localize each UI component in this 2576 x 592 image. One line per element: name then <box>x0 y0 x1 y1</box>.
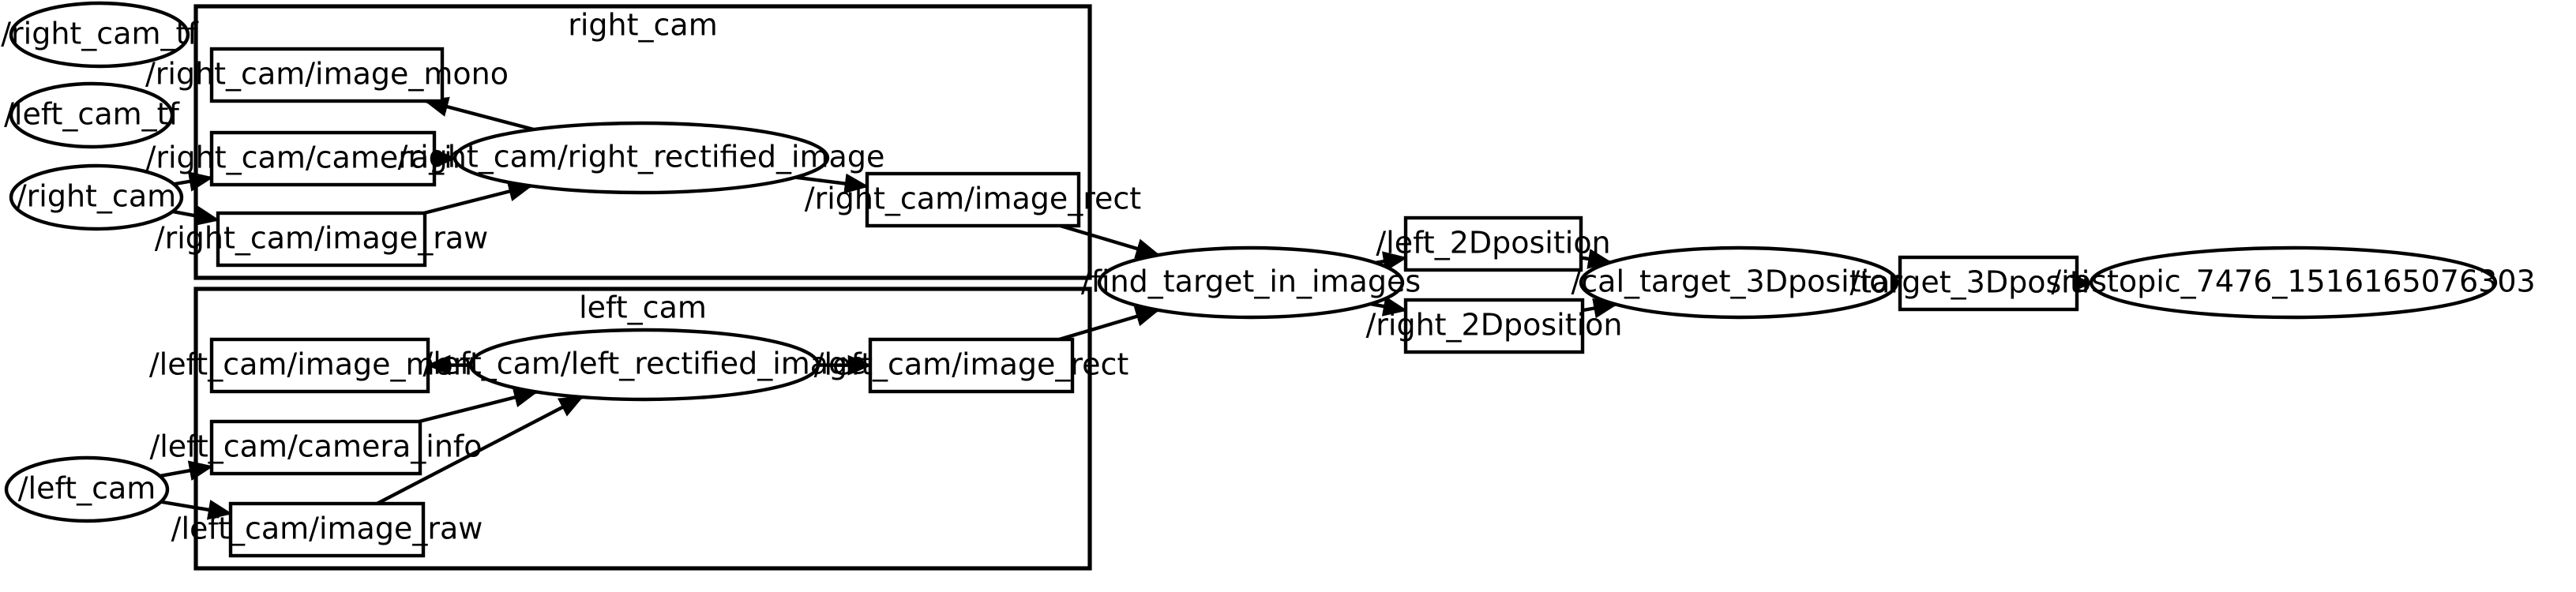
node-find-target[interactable]: /find_target_in_images <box>1081 245 1421 320</box>
cluster-border-left-cam <box>193 287 1092 571</box>
node-label-left-image-rect: /left_cam/image_rect <box>814 347 1129 382</box>
node-ellipse-right-cam-tf[interactable] <box>9 1 190 69</box>
node-label-right-camera-info: /right_cam/camera_info <box>146 141 501 175</box>
edge-right-cam-to-right-camera-info <box>173 171 214 192</box>
edge-left-image-raw-to-left-rect-image <box>376 395 584 505</box>
node-label-left-cam: /left_cam <box>18 471 156 506</box>
node-label-right-image-mono: /right_cam/image_mono <box>145 57 509 92</box>
node-box-right-2dposition[interactable] <box>1403 298 1585 354</box>
node-label-right-image-rect: /right_cam/image_rect <box>805 182 1141 216</box>
node-label-right-rect-image: /right_cam/right_rectified_image <box>398 140 885 174</box>
node-label-right-image-raw: /right_cam/image_raw <box>155 221 488 256</box>
node-box-target-3dposition[interactable] <box>1898 255 2079 312</box>
node-ellipse-right-cam[interactable] <box>9 163 184 231</box>
node-box-left-image-rect[interactable] <box>868 337 1075 394</box>
node-ellipse-cal-target-3d[interactable] <box>1579 245 1899 320</box>
cluster-group: right_cam left_cam <box>193 4 1092 571</box>
node-rostopic[interactable]: /rostopic_7476_1516165076303 <box>2051 245 2536 320</box>
node-left-cam-tf[interactable]: /left_cam_tf <box>4 81 181 149</box>
edge-find-target-to-right-2dposition <box>1370 296 1408 317</box>
node-label-cal-target-3d: /cal_target_3Dposition <box>1571 264 1906 299</box>
node-left-camera-info[interactable]: /left_cam/camera_info <box>149 419 483 476</box>
node-ellipse-left-rect-image[interactable] <box>468 328 820 402</box>
node-label-rostopic: /rostopic_7476_1516165076303 <box>2051 264 2535 299</box>
cluster-right-cam: right_cam <box>193 4 1092 280</box>
edge-right-2dposition-to-cal-target-3d <box>1582 298 1618 319</box>
node-right-image-rect[interactable]: /right_cam/image_rect <box>805 171 1141 228</box>
edge-left-camera-info-to-left-rect-image <box>419 387 539 424</box>
edge-left-2dposition-to-cal-target-3d <box>1580 249 1613 269</box>
node-left-image-rect[interactable]: /left_cam/image_rect <box>814 337 1129 394</box>
edge-right-cam-to-right-image-raw <box>172 205 220 227</box>
node-ellipse-find-target[interactable] <box>1097 245 1405 320</box>
node-box-left-2dposition[interactable] <box>1403 215 1583 272</box>
cluster-label-right-cam: right_cam <box>568 8 717 43</box>
edge-right-rect-image-to-right-image-rect <box>795 173 869 194</box>
node-ellipse-left-cam-tf[interactable] <box>9 81 175 149</box>
node-left-cam[interactable]: /left_cam <box>4 455 170 523</box>
edge-right-rect-image-to-right-image-mono <box>423 96 558 145</box>
node-left-image-raw[interactable]: /left_cam/image_raw <box>171 501 483 558</box>
cluster-border-right-cam <box>193 4 1092 280</box>
node-ellipse-rostopic[interactable] <box>2089 245 2498 320</box>
node-box-left-image-raw[interactable] <box>228 501 426 558</box>
node-right-cam-tf[interactable]: /right_cam_tf <box>1 1 199 69</box>
edge-left-image-rect-to-find-target <box>1058 306 1160 342</box>
node-right-camera-info[interactable]: /right_cam/camera_info <box>146 130 501 187</box>
node-ellipse-right-rect-image[interactable] <box>452 121 830 195</box>
node-ellipse-left-cam[interactable] <box>4 455 170 523</box>
edge-left-cam-to-left-image-raw <box>160 500 233 520</box>
node-left-rect-image[interactable]: /left_cam/left_rectified_image <box>422 328 866 402</box>
node-label-target-3dposition: /target_3Dposition <box>1849 265 2127 300</box>
node-right-rect-image[interactable]: /right_cam/right_rectified_image <box>398 121 885 195</box>
edge-right-image-raw-to-right-rect-image <box>423 181 533 215</box>
edge-right-image-rect-to-find-target <box>1059 223 1161 259</box>
node-label-left-image-raw: /left_cam/image_raw <box>171 511 483 546</box>
node-box-right-image-mono[interactable] <box>209 47 445 103</box>
node-left-image-mono[interactable]: /left_cam/image_mono <box>149 337 490 394</box>
node-label-find-target: /find_target_in_images <box>1081 264 1421 299</box>
cluster-label-left-cam: left_cam <box>579 290 707 325</box>
node-label-right-cam: /right_cam <box>17 179 176 214</box>
node-right-image-mono[interactable]: /right_cam/image_mono <box>145 47 509 103</box>
node-right-2dposition[interactable]: /right_2Dposition <box>1365 298 1623 354</box>
node-label-left-image-mono: /left_cam/image_mono <box>149 347 490 382</box>
node-label-left-camera-info: /left_cam/camera_info <box>149 429 482 464</box>
node-box-right-image-raw[interactable] <box>216 211 427 268</box>
node-label-left-rect-image: /left_cam/left_rectified_image <box>422 347 866 381</box>
node-box-left-camera-info[interactable] <box>209 419 422 476</box>
node-cal-target-3d[interactable]: /cal_target_3Dposition <box>1571 245 1907 320</box>
node-left-2dposition[interactable]: /left_2Dposition <box>1376 215 1611 272</box>
node-right-cam[interactable]: /right_cam <box>9 163 184 231</box>
node-label-left-2dposition: /left_2Dposition <box>1376 226 1610 260</box>
node-label-right-cam-tf: /right_cam_tf <box>1 17 199 51</box>
node-box-left-image-mono[interactable] <box>209 337 430 394</box>
node-group: /right_cam_tf/left_cam_tf/right_cam/left… <box>1 1 2536 558</box>
node-target-3dposition[interactable]: /target_3Dposition <box>1849 255 2127 312</box>
edge-left-cam-to-left-camera-info <box>160 460 214 481</box>
node-right-image-raw[interactable]: /right_cam/image_raw <box>155 211 488 268</box>
node-label-right-2dposition: /right_2Dposition <box>1365 308 1622 343</box>
edge-group <box>160 96 2093 520</box>
node-box-right-camera-info[interactable] <box>209 130 437 187</box>
cluster-left-cam: left_cam <box>193 287 1092 571</box>
node-label-left-cam-tf: /left_cam_tf <box>4 97 180 132</box>
node-box-right-image-rect[interactable] <box>865 171 1081 228</box>
edge-find-target-to-left-2dposition <box>1375 251 1408 272</box>
